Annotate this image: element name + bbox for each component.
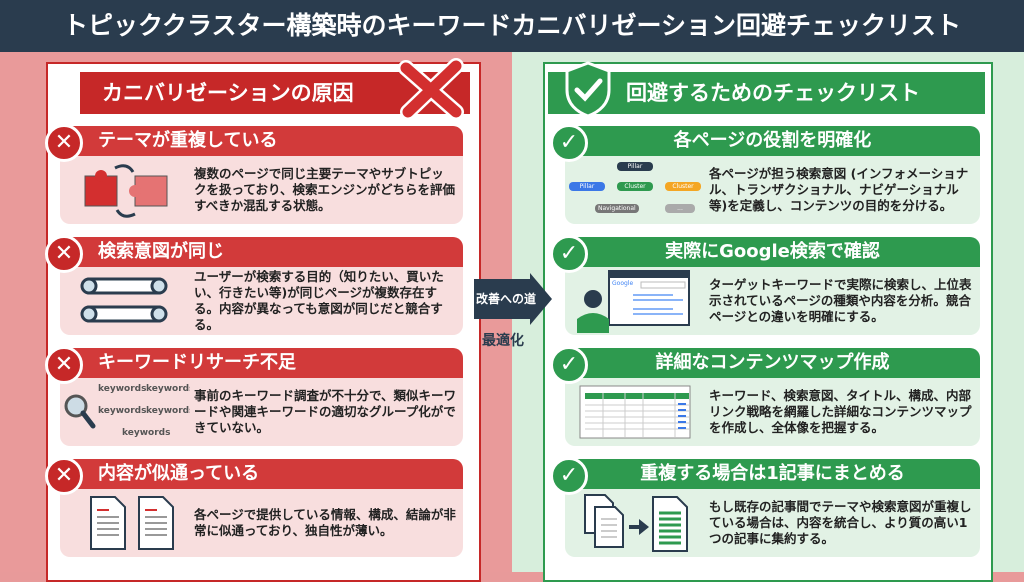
page-title: トピッククラスター構築時のキーワードカニバリゼーション回避チェックリスト (0, 0, 1024, 52)
diagram-node: Pillar (569, 182, 605, 191)
spreadsheet-icon (565, 378, 705, 446)
check-card-merge-articles: 重複する場合は1記事にまとめる もし既存の記事間でテーマや検索意図が重複している… (565, 459, 980, 557)
x-circle-icon: ✕ (45, 346, 83, 384)
cause-card-theme-overlap: テーマが重複している 複数のページで同じ主要テーマやサブトピックを扱っており、検… (60, 126, 463, 224)
check-description: 各ページが担う検索意図 (インフォメーショナル、トランザクショナル、ナビゲーショ… (709, 166, 969, 213)
diagram-node: Cluster (665, 182, 701, 191)
puzzle-swap-icon (60, 156, 190, 224)
keyword-word: keywords (146, 406, 190, 416)
hierarchy-diagram-icon: Pillar Pillar Cluster Cluster Navigation… (565, 156, 705, 224)
check-title: 重複する場合は1記事にまとめる (565, 459, 980, 489)
keyword-word: keywords (98, 406, 147, 416)
shield-check-icon (565, 61, 611, 118)
check-description: ターゲットキーワードで実際に検索し、上位表示されているページの種類や内容を分析。… (709, 277, 972, 324)
check-card-page-roles: 各ページの役割を明確化 Pillar Pillar Cluster Cluste… (565, 126, 980, 224)
check-circle-icon: ✓ (550, 124, 588, 162)
check-circle-icon: ✓ (550, 457, 588, 495)
keyword-word: keywords (122, 428, 171, 438)
check-card-google-search: 実際にGoogle検索で確認 Google ターゲットキーワードで実際に検索し、… (565, 237, 980, 335)
checklist-heading-text: 回避するためのチェックリスト (626, 81, 920, 105)
check-description: もし既存の記事間でテーマや検索意図が重複している場合は、内容を統合し、より質の高… (709, 499, 972, 546)
keyword-word: keywords (98, 384, 147, 394)
check-description: キーワード、検索意図、タイトル、構成、内部リンク戦略を網羅した詳細なコンテンツマ… (709, 388, 972, 435)
optimization-label: 最適化 (482, 333, 524, 349)
check-title: 詳細なコンテンツマップ作成 (565, 348, 980, 378)
diagram-node: Cluster (617, 182, 653, 191)
diagram-node: ... (665, 204, 695, 213)
keyword-word: keywords (146, 384, 190, 394)
x-circle-icon: ✕ (45, 457, 83, 495)
cause-title: 検索意図が同じ (60, 237, 463, 267)
improvement-path-label: 改善への道 (475, 292, 536, 306)
cause-description: 複数のページで同じ主要テーマやサブトピックを扱っており、検索エンジンがどちらを評… (194, 166, 456, 213)
cause-description: 各ページで提供している情報、構成、結論が非常に似通っており、独自性が薄い。 (194, 507, 456, 538)
cause-description: 事前のキーワード調査が不十分で、類似キーワードや関連キーワードの適切なグループ化… (194, 388, 457, 435)
search-bars-icon (60, 267, 190, 335)
cause-card-keyword-research: キーワードリサーチ不足 keywords keywords keywords k… (60, 348, 463, 446)
duplicate-documents-icon (60, 489, 190, 557)
cause-card-same-intent: 検索意図が同じ ユーザーが検索する目的（知りたい、買いたい、行きたい等)が同じペ… (60, 237, 463, 335)
arrow-right-icon (474, 273, 552, 325)
magnifier-icon (64, 394, 96, 429)
google-logo: Google (612, 280, 634, 287)
checklist-heading: 回避するためのチェックリスト (548, 72, 985, 114)
big-x-icon (398, 58, 464, 120)
check-circle-icon: ✓ (550, 235, 588, 273)
check-title: 各ページの役割を明確化 (565, 126, 980, 156)
check-card-content-map: 詳細なコンテンツマップ作成 キーワード、検索意図、タイトル、構成、内部リンク戦略… (565, 348, 980, 446)
person-browser-icon: Google (565, 267, 705, 335)
causes-heading-text: カニバリゼーションの原因 (102, 81, 354, 105)
cause-title: テーマが重複している (60, 126, 463, 156)
diagram-node: Navigational (595, 204, 639, 213)
check-circle-icon: ✓ (550, 346, 588, 384)
check-title: 実際にGoogle検索で確認 (565, 237, 980, 267)
cause-card-similar-content: 内容が似通っている 各ページで提供している情報、構成、結論が非常に似通っており、… (60, 459, 463, 557)
cause-title: キーワードリサーチ不足 (60, 348, 463, 378)
cause-description: ユーザーが検索する目的（知りたい、買いたい、行きたい等)が同じページが複数存在す… (194, 269, 444, 332)
x-circle-icon: ✕ (45, 124, 83, 162)
keywords-magnifier-icon: keywords keywords keywords keywords keyw… (60, 378, 190, 446)
merge-documents-icon (565, 489, 705, 557)
diagram-node: Pillar (617, 162, 653, 171)
x-circle-icon: ✕ (45, 235, 83, 273)
cause-title: 内容が似通っている (60, 459, 463, 489)
